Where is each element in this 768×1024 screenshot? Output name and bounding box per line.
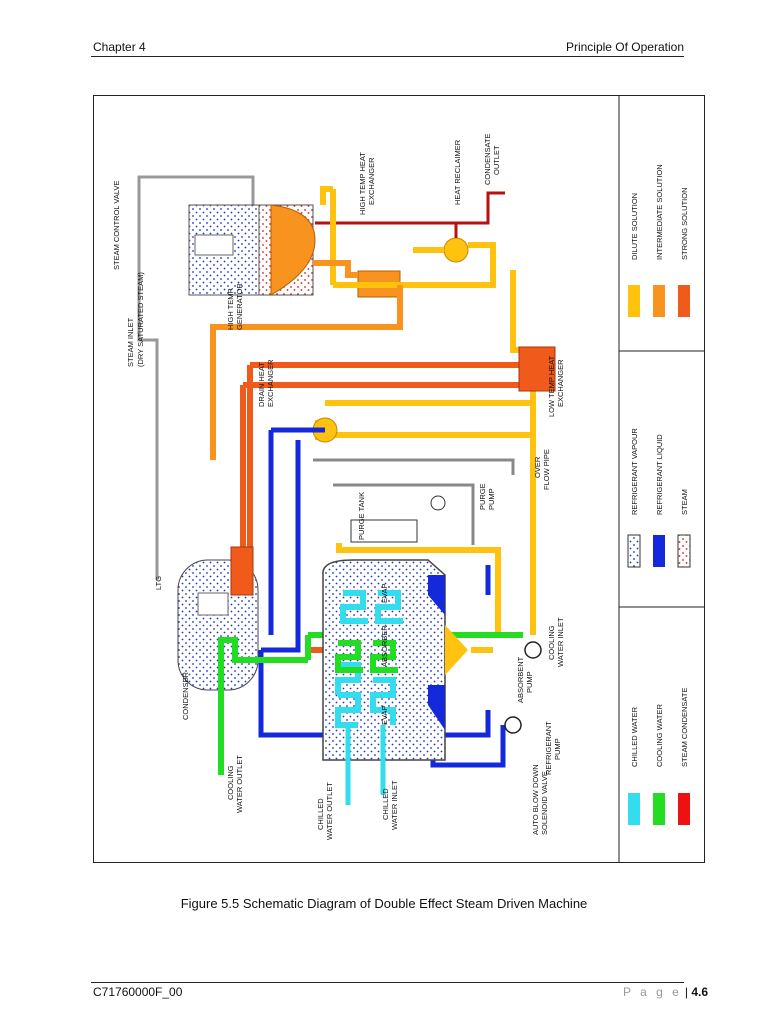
label-htx-1: HIGH TEMP HEAT	[358, 152, 367, 215]
cooling-water-outlet-pipe	[218, 637, 308, 775]
label-evap-upper: EVAP	[380, 584, 389, 603]
label-cw-outlet-2: WATER OUTLET	[235, 755, 244, 813]
label-purge-pump-1: PURGE	[478, 483, 487, 510]
absorber-sump-blue	[428, 685, 445, 730]
legend-label-refrigerant-vapour: REFRIGERANT VAPOUR	[630, 428, 639, 515]
legend-label-strong: STRONG SOLUTION	[680, 187, 689, 260]
ltg-tube-bundle	[197, 592, 229, 616]
overflow-pipe	[313, 458, 515, 475]
section-title: Principle Of Operation	[565, 40, 684, 54]
footer-rule	[91, 982, 684, 983]
label-ltx-2: EXCHANGER	[556, 359, 565, 407]
intermediate-to-ltg	[210, 285, 403, 440]
steam-inlet-pipe	[137, 175, 215, 580]
legend-swatch-steam-condensate	[678, 793, 690, 825]
low-temp-heat-exchanger	[518, 346, 556, 392]
label-dry-saturated: (DRY SATURATED STEAM)	[136, 272, 145, 367]
legend-swatch-refrigerant-liquid	[653, 535, 665, 567]
steam-supply-pipe	[215, 175, 255, 205]
legend-swatch-dilute	[628, 285, 640, 317]
high-temp-generator-solution	[270, 204, 316, 296]
legend-label-steam: STEAM	[680, 489, 689, 515]
figure-caption: Figure 5.5 Schematic Diagram of Double E…	[180, 896, 588, 911]
legend-label-steam-condensate: STEAM CONDENSATE	[680, 688, 689, 767]
legend-swatch-chilled-water	[628, 793, 640, 825]
legend-swatch-cooling-water	[653, 793, 665, 825]
chapter-label: Chapter 4	[93, 40, 146, 54]
heat-reclaimer	[443, 237, 469, 263]
legend-label-intermediate: INTERMEDIATE SOLUTION	[655, 164, 664, 260]
purge-pump-icon	[430, 495, 446, 511]
legend-label-cooling-water: COOLING WATER	[655, 703, 664, 767]
label-purge-tank: PURGE TANK	[357, 492, 366, 540]
evaporator-coil-upper	[340, 590, 403, 624]
ltg-tube-box	[230, 546, 254, 596]
absorbent-pump-icon	[524, 641, 542, 659]
label-refrigerant-pump-2: PUMP	[553, 738, 562, 760]
label-steam-inlet: STEAM INLET	[126, 317, 135, 367]
label-high-temp-generator-2: GENERATOR	[235, 283, 244, 330]
schematic-figure: STEAM CONTROL VALVE STEAM INLET (DRY SAT…	[93, 95, 705, 863]
legend-label-refrigerant-liquid: REFRIGERANT LIQUID	[655, 434, 664, 515]
label-chw-outlet-1: CHILLED	[316, 798, 325, 830]
document-id: C71760000F_00	[93, 985, 183, 999]
schematic-diagram: STEAM CONTROL VALVE STEAM INLET (DRY SAT…	[93, 95, 705, 863]
absorber-coil	[335, 640, 398, 673]
generator-tube-bundle	[194, 234, 234, 256]
label-condensate-outlet-2: OUTLET	[492, 145, 501, 175]
label-blow-down-1: AUTO BLOW DOWN	[531, 764, 540, 835]
label-chw-outlet-2: WATER OUTLET	[325, 782, 334, 840]
legend-swatch-strong	[678, 285, 690, 317]
label-ltg: LTG	[154, 576, 163, 590]
evaporator-sump	[428, 575, 445, 615]
label-over-flow-2: FLOW PIPE	[542, 449, 551, 490]
legend-label-dilute: DILUTE SOLUTION	[630, 193, 639, 260]
condensate-outlet-pipe	[454, 191, 505, 238]
label-absorber: ABSORBER	[380, 625, 389, 667]
label-condenser: CONDENSER	[181, 671, 190, 720]
intermediate-to-htx	[313, 260, 358, 278]
label-blow-down-2: SOLENOID VALVE	[540, 771, 549, 835]
absorber-sump	[445, 625, 468, 675]
label-cw-inlet-2: WATER INLET	[556, 617, 565, 667]
page-number: 4.6	[691, 985, 708, 999]
header-rule	[91, 56, 684, 57]
refrigerant-liquid-down	[261, 440, 301, 653]
legend-swatch-steam	[677, 534, 691, 568]
dilute-to-reclaimer	[333, 242, 496, 288]
dilute-purge-line	[336, 543, 501, 565]
label-drain-hx-2: EXCHANGER	[266, 359, 275, 407]
label-absorbent-pump-2: PUMP	[525, 671, 534, 693]
label-absorbent-pump-1: ABSORBENT	[516, 656, 525, 703]
dilute-top-pipe	[320, 186, 333, 205]
purge-line	[333, 483, 475, 545]
label-over-flow-1: OVER	[533, 456, 542, 478]
legend: DILUTE SOLUTION INTERMEDIATE SOLUTION ST…	[627, 164, 691, 825]
purge-tank	[350, 519, 418, 543]
legend-swatch-intermediate	[653, 285, 665, 317]
label-htx-2: EXCHANGER	[367, 157, 376, 205]
label-purge-pump-2: PUMP	[487, 488, 496, 510]
label-drain-hx-1: DRAIN HEAT	[257, 362, 266, 407]
label-condensate-outlet-1: CONDENSATE	[483, 133, 492, 185]
evaporator-coil-lower	[335, 662, 396, 728]
label-chw-inlet-1: CHILLED	[381, 788, 390, 820]
label-refrigerant-pump-1: REFRIGERANT	[544, 721, 553, 775]
label-cw-outlet-1: COOLING	[226, 765, 235, 800]
page-indicator: P a g e| 4.6	[623, 985, 708, 999]
label-steam-control-valve: STEAM CONTROL VALVE	[112, 181, 121, 270]
page-label: P a g e	[623, 985, 682, 999]
refrigerant-pump-icon	[504, 716, 522, 734]
legend-swatch-refrigerant-vapour	[627, 534, 641, 568]
label-high-temp-generator-1: HIGH TEMP.	[226, 287, 235, 330]
label-heat-reclaimer: HEAT RECLAIMER	[453, 139, 462, 205]
label-evap-lower: EVAP	[380, 706, 389, 725]
label-cw-inlet-1: COOLING	[547, 625, 556, 660]
label-ltx-1: LOW TEMP HEAT	[547, 355, 556, 417]
legend-label-chilled-water: CHILLED WATER	[630, 706, 639, 767]
label-chw-inlet-2: WATER INLET	[390, 780, 399, 830]
